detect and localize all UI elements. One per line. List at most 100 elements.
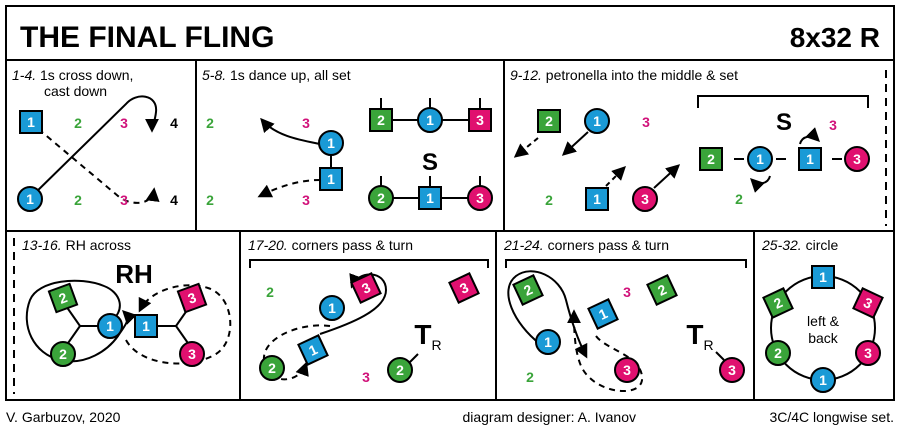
set-symbol: S xyxy=(422,149,438,176)
right-hand-across-symbol: RH xyxy=(115,259,153,289)
man-1-square: 1 xyxy=(134,314,158,338)
panel-7-heading: 25-32. circle xyxy=(761,237,838,253)
svg-text:3: 3 xyxy=(864,345,872,361)
svg-text:1: 1 xyxy=(426,112,434,128)
woman-3-circle: 3 xyxy=(467,185,493,211)
svg-text:1: 1 xyxy=(544,334,552,350)
svg-text:2: 2 xyxy=(774,345,782,361)
svg-text:2: 2 xyxy=(377,190,385,206)
cross-down-path xyxy=(29,95,160,199)
svg-text:3: 3 xyxy=(853,151,861,167)
woman-3-circle: 3 xyxy=(179,341,205,367)
man-1-square: 1 xyxy=(19,110,43,134)
svg-text:1: 1 xyxy=(142,318,150,334)
woman-1-circle: 1 xyxy=(584,108,610,134)
man-2-diamond: 2 xyxy=(762,287,794,319)
panel-1-heading-line2: cast down xyxy=(44,83,107,99)
woman-3-circle: 3 xyxy=(719,357,745,383)
woman-3-circle: 3 xyxy=(632,186,658,212)
p3-pos-2-right: 2 xyxy=(735,191,743,207)
panel-6: 21-24. corners pass & turn 3 2 2 1 1 3 2… xyxy=(503,237,747,393)
turn-arrow-woman xyxy=(750,175,771,193)
svg-text:2: 2 xyxy=(59,346,67,362)
woman-1-circle: 1 xyxy=(17,186,43,212)
woman-3-circle: 3 xyxy=(844,146,870,172)
p2-pos-2-top: 2 xyxy=(206,115,214,131)
woman-2-circle: 2 xyxy=(387,357,413,383)
man-1-diamond: 1 xyxy=(587,298,619,330)
p3-pos-3-top: 3 xyxy=(642,114,650,130)
woman-3-circle: 3 xyxy=(855,340,881,366)
woman-1-circle: 1 xyxy=(810,367,836,393)
author-credit: V. Garbuzov, 2020 xyxy=(6,409,121,425)
svg-text:1: 1 xyxy=(593,113,601,129)
man-1-square: 1 xyxy=(418,186,442,210)
p3-pos-2-bottom: 2 xyxy=(545,192,553,208)
p2-pos-3-top: 3 xyxy=(302,115,310,131)
dance-up-path-woman xyxy=(260,117,321,145)
svg-text:2: 2 xyxy=(268,360,276,376)
panel-4: 13-16. RH across RH 2 2 1 1 3 3 xyxy=(22,237,232,367)
svg-text:3: 3 xyxy=(623,362,631,378)
svg-text:3: 3 xyxy=(641,191,649,207)
woman-1-circle: 1 xyxy=(318,130,344,156)
woman-2-circle: 2 xyxy=(259,355,285,381)
svg-text:1: 1 xyxy=(756,151,764,167)
p5-pos-2-top: 2 xyxy=(266,284,274,300)
man-2-square: 2 xyxy=(537,109,561,133)
man-1-square: 1 xyxy=(798,147,822,171)
p6-pos-2-bottom: 2 xyxy=(526,369,534,385)
man-2-diamond: 2 xyxy=(512,274,544,306)
man-3-diamond: 3 xyxy=(176,282,208,314)
p1-pos-3-bottom: 3 xyxy=(120,192,128,208)
dance-up-path-man xyxy=(257,179,321,198)
man-2-diamond: 2 xyxy=(47,282,79,314)
p5-pos-3-bottom: 3 xyxy=(362,369,370,385)
circle-instruction-line2: back xyxy=(808,330,839,346)
panel-4-heading: 13-16. RH across xyxy=(22,237,131,253)
panel-2-heading: 5-8. 1s dance up, all set xyxy=(202,67,351,83)
panel-6-heading: 21-24. corners pass & turn xyxy=(503,237,669,253)
dance-title: THE FINAL FLING xyxy=(20,21,274,54)
man-3-diamond: 3 xyxy=(350,272,382,304)
man-2-square: 2 xyxy=(699,147,723,171)
woman-1-circle: 1 xyxy=(535,329,561,355)
turn-right-symbol: TR xyxy=(414,319,441,353)
panel-1-heading: 1-4. 1s cross down, xyxy=(12,67,133,83)
svg-text:2: 2 xyxy=(707,151,715,167)
p1-pos-2-top: 2 xyxy=(74,115,82,131)
rh-across-path-right xyxy=(125,284,232,365)
p1-pos-2-bottom: 2 xyxy=(74,192,82,208)
man-3-diamond: 3 xyxy=(448,272,480,304)
woman-1-circle: 1 xyxy=(97,313,123,339)
svg-text:1: 1 xyxy=(819,269,827,285)
woman-2-circle: 2 xyxy=(368,185,394,211)
svg-text:3: 3 xyxy=(188,346,196,362)
svg-text:1: 1 xyxy=(426,190,434,206)
cast-down-path xyxy=(29,121,160,204)
designer-credit: diagram designer: A. Ivanov xyxy=(462,409,636,425)
svg-text:1: 1 xyxy=(819,372,827,388)
panel-1: 1-4. 1s cross down, cast down 1 1 2 3 4 … xyxy=(12,67,178,212)
panel-2: 5-8. 1s dance up, all set 2 2 3 3 1 1 2 … xyxy=(202,67,493,211)
set-symbol: S xyxy=(776,109,792,136)
panel-5: 17-20. corners pass & turn 2 3 1 3 1 2 3… xyxy=(248,237,489,385)
panel-3-heading: 9-12. petronella into the middle & set xyxy=(510,67,738,83)
p3-pos-3-right: 3 xyxy=(829,117,837,133)
panel-7: 25-32. circle left & back 1 2 3 2 3 1 xyxy=(761,237,884,393)
woman-1-circle: 1 xyxy=(747,146,773,172)
svg-text:1: 1 xyxy=(27,114,35,130)
svg-text:1: 1 xyxy=(26,191,34,207)
svg-text:1: 1 xyxy=(327,171,335,187)
man-1-square: 1 xyxy=(811,265,835,289)
p1-pos-3-top: 3 xyxy=(120,115,128,131)
svg-text:3: 3 xyxy=(728,362,736,378)
svg-text:1: 1 xyxy=(806,151,814,167)
corners-pass-path-2 xyxy=(567,309,644,393)
man-2-diamond: 2 xyxy=(646,274,678,306)
woman-1-circle: 1 xyxy=(417,107,443,133)
man-3-diamond: 3 xyxy=(852,287,884,319)
panel-5-heading: 17-20. corners pass & turn xyxy=(248,237,413,253)
set-type: 3C/4C longwise set. xyxy=(769,409,894,425)
